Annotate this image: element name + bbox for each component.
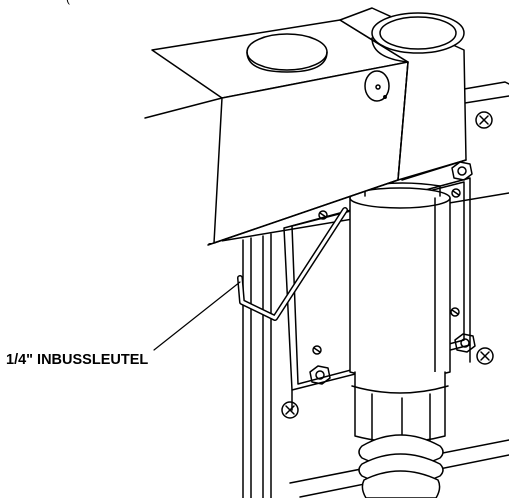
column-collar [351, 371, 449, 445]
callout-leader [153, 281, 241, 351]
rail-bolt [475, 111, 493, 129]
hex-key [237, 207, 348, 321]
screw [318, 210, 328, 220]
set-screw [364, 70, 390, 102]
screw [451, 188, 461, 198]
bellows-boot [358, 434, 444, 498]
plate-bolt [281, 401, 299, 419]
callout-label: 1/4" INBUSSLEUTEL [6, 352, 149, 368]
hex-nut [309, 365, 331, 385]
hex-nut [454, 333, 476, 353]
column-cylinder [349, 182, 451, 380]
top-head [144, 7, 467, 246]
rail-bolt [476, 347, 494, 365]
screw [312, 345, 322, 355]
top-note: ( [66, 0, 70, 5]
screw [450, 307, 460, 317]
frame-post [242, 233, 272, 498]
hex-nut [451, 161, 473, 181]
